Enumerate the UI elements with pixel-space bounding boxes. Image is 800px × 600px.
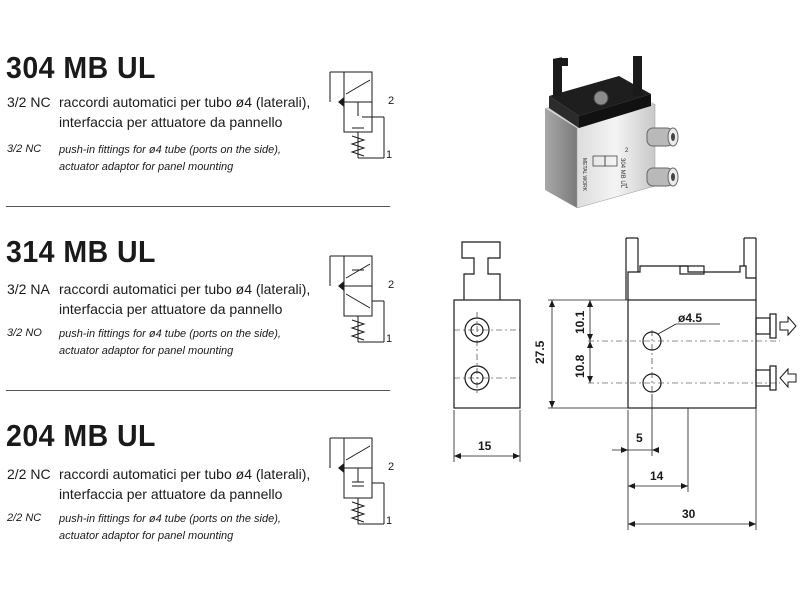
- arrow-icon: [338, 463, 344, 473]
- valve-code-it: 2/2 NC: [7, 466, 51, 482]
- section-divider: [6, 390, 390, 391]
- dim-hole-diameter: ø4.5: [678, 311, 702, 325]
- description-en-line: push-in fittings for ø4 tube (ports on t…: [59, 513, 281, 525]
- dim-30: 30: [682, 507, 696, 521]
- description-en-line: actuator adaptor for panel mounting: [59, 345, 234, 357]
- plunger-icon: [593, 90, 609, 106]
- valve-code-it: 3/2 NC: [7, 94, 51, 110]
- side-view-body: [453, 299, 521, 409]
- dim-height: 27.5: [533, 340, 547, 364]
- dim-lower: 10.8: [573, 354, 587, 378]
- description-it-line: raccordi automatici per tubo ø4 (lateral…: [59, 281, 311, 297]
- description-it: raccordi automatici per tubo ø4 (lateral…: [59, 279, 310, 319]
- description-it: raccordi automatici per tubo ø4 (lateral…: [59, 464, 310, 504]
- section-divider: [6, 206, 390, 207]
- port-label-1: 1: [386, 333, 392, 345]
- technical-drawing: 15 27.5 10.1 10.8 ø4.5 5 14 30: [453, 237, 797, 530]
- description-it: raccordi automatici per tubo ø4 (lateral…: [59, 92, 310, 132]
- valve-product-photo: 304 MB UL METAL WORK 2 1: [545, 56, 679, 209]
- dim-5: 5: [636, 431, 643, 445]
- description-en-line: actuator adaptor for panel mounting: [59, 161, 234, 173]
- fitting-icon: [646, 127, 679, 147]
- product-model-304: 304 MB UL: [6, 50, 156, 85]
- valve-code-en: 2/2 NC: [7, 512, 42, 524]
- description-it-line: interfaccia per attuatore da pannello: [59, 114, 283, 130]
- engraving-port-2: 2: [625, 148, 629, 154]
- valve-symbol-3-2-no: 2 1: [329, 255, 394, 345]
- dim-upper: 10.1: [573, 310, 587, 334]
- engraved-symbol-icon: [592, 155, 618, 167]
- valve-code-it: 3/2 NA: [7, 281, 50, 297]
- description-it-line: raccordi automatici per tubo ø4 (lateral…: [59, 94, 311, 110]
- engraving-model: 304 MB UL: [619, 158, 625, 189]
- valve-symbol-3-2-nc: 2 1: [329, 71, 394, 161]
- valve-code-en: 3/2 NC: [7, 143, 42, 155]
- description-it-line: interfaccia per attuatore da pannello: [59, 301, 283, 317]
- description-it-line: raccordi automatici per tubo ø4 (lateral…: [59, 466, 311, 482]
- arrow-icon: [338, 281, 344, 291]
- description-en-line: actuator adaptor for panel mounting: [59, 530, 234, 542]
- description-en: push-in fittings for ø4 tube (ports on t…: [59, 511, 281, 545]
- front-view-body: [627, 299, 757, 409]
- product-model-204: 204 MB UL: [6, 418, 156, 453]
- port-label-2: 2: [388, 95, 394, 107]
- fitting-icon: [646, 167, 679, 187]
- outflow-arrow-icon: [779, 315, 797, 337]
- valve-symbol-2-2-nc: 2 1: [329, 437, 394, 527]
- engraving-port-1: 1: [625, 184, 629, 190]
- port-label-1: 1: [386, 149, 392, 161]
- description-it-line: interfaccia per attuatore da pannello: [59, 486, 283, 502]
- port-label-2: 2: [388, 279, 394, 291]
- dim-width-side: 15: [478, 439, 492, 453]
- arrow-icon: [338, 97, 344, 107]
- port-label-2: 2: [388, 461, 394, 473]
- valve-code-en: 3/2 NO: [7, 327, 42, 339]
- port-label-1: 1: [386, 515, 392, 527]
- description-en: push-in fittings for ø4 tube (ports on t…: [59, 326, 281, 360]
- description-en-line: push-in fittings for ø4 tube (ports on t…: [59, 328, 281, 340]
- description-en: push-in fittings for ø4 tube (ports on t…: [59, 142, 281, 176]
- inflow-arrow-icon: [779, 367, 797, 389]
- product-model-314: 314 MB UL: [6, 234, 156, 269]
- dim-14: 14: [650, 469, 664, 483]
- engraving-brand: METAL WORK: [581, 158, 587, 192]
- description-en-line: push-in fittings for ø4 tube (ports on t…: [59, 144, 281, 156]
